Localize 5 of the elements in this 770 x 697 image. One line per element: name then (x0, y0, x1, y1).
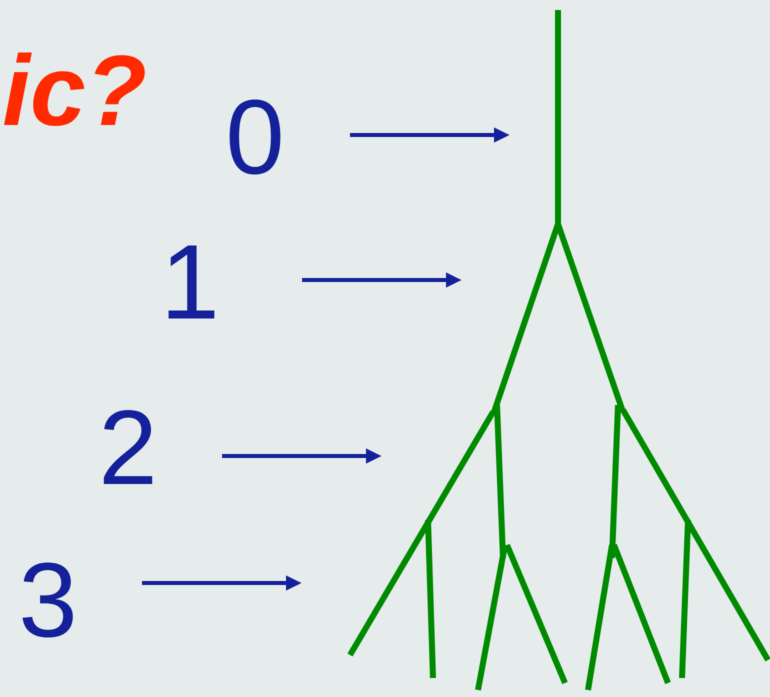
level-number: 1 (168, 246, 214, 318)
level-number: 3 (22, 562, 73, 638)
level-number: 2 (104, 410, 152, 484)
level-number: 0 (230, 99, 280, 175)
question-text: ic? (4, 52, 145, 126)
